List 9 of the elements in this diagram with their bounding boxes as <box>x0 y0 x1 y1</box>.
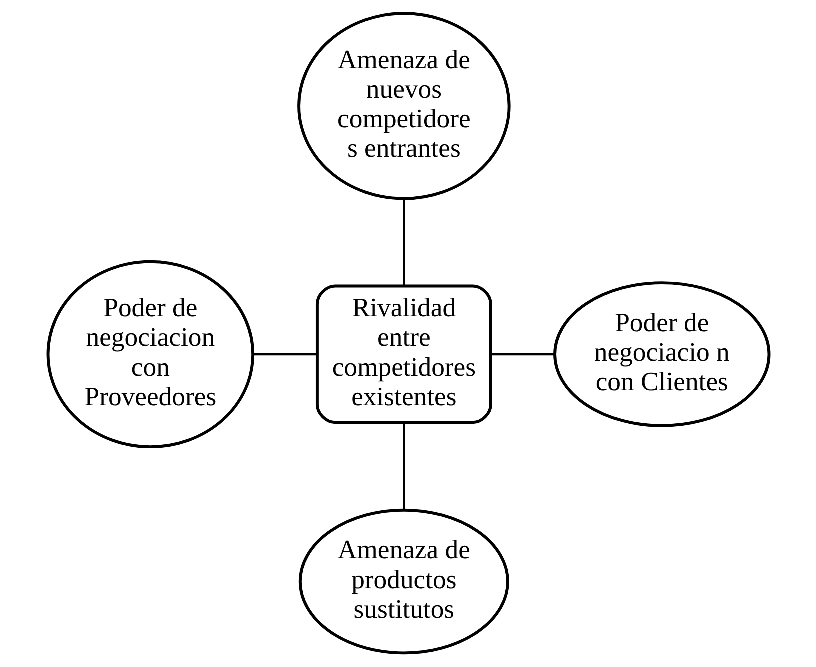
connector <box>253 353 317 356</box>
connector <box>490 353 554 356</box>
node-box: Rivalidad entre competidores existentes <box>315 284 492 424</box>
node-ellipse: Amenaza de productos sustitutos <box>298 508 509 655</box>
connector <box>402 423 405 510</box>
node-ellipse: Poder de negociacio n con Clientes <box>553 282 770 428</box>
node-circle: Poder de negociacion con Proveedores <box>46 260 254 449</box>
node-ellipse: Amenaza de nuevos competidore s entrantes <box>297 12 510 200</box>
connector <box>402 199 405 286</box>
